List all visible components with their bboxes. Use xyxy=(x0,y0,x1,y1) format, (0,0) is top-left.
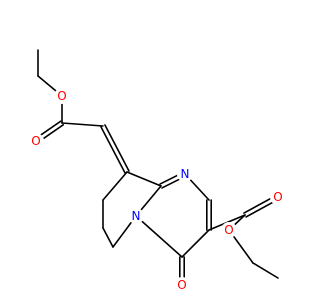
atom-o-ester2-single: O xyxy=(221,222,237,238)
atom-label-layer: O O N N O O O xyxy=(28,88,286,293)
atom-o-ester1-single: O xyxy=(54,88,70,104)
bond-line xyxy=(102,227,114,248)
bond-line xyxy=(252,262,279,279)
atom-label-o: O xyxy=(224,223,233,237)
bond-line xyxy=(135,215,183,258)
bond-line xyxy=(100,126,126,174)
atom-label-o: O xyxy=(273,190,282,204)
bond-line xyxy=(102,171,128,201)
atom-label-n: N xyxy=(132,209,141,223)
bond-line xyxy=(104,124,130,172)
atom-label-n: N xyxy=(181,167,190,181)
atom-label-o: O xyxy=(57,89,66,103)
atom-label-o: O xyxy=(31,134,40,148)
atom-o-ester2-carbonyl: O xyxy=(270,189,286,205)
bond-line xyxy=(181,229,210,258)
bond-line xyxy=(61,122,104,127)
atom-n-ring-imine: N xyxy=(177,166,193,182)
atom-o-ketone: O xyxy=(174,277,190,293)
molecule-structure: O O N N O O O xyxy=(28,49,286,293)
atom-label-o: O xyxy=(177,278,186,292)
bond-line xyxy=(126,171,162,187)
atom-o-ester1-carbonyl: O xyxy=(28,133,44,149)
bond-layer xyxy=(33,49,280,286)
atom-n-ring-bridge: N xyxy=(128,208,144,224)
